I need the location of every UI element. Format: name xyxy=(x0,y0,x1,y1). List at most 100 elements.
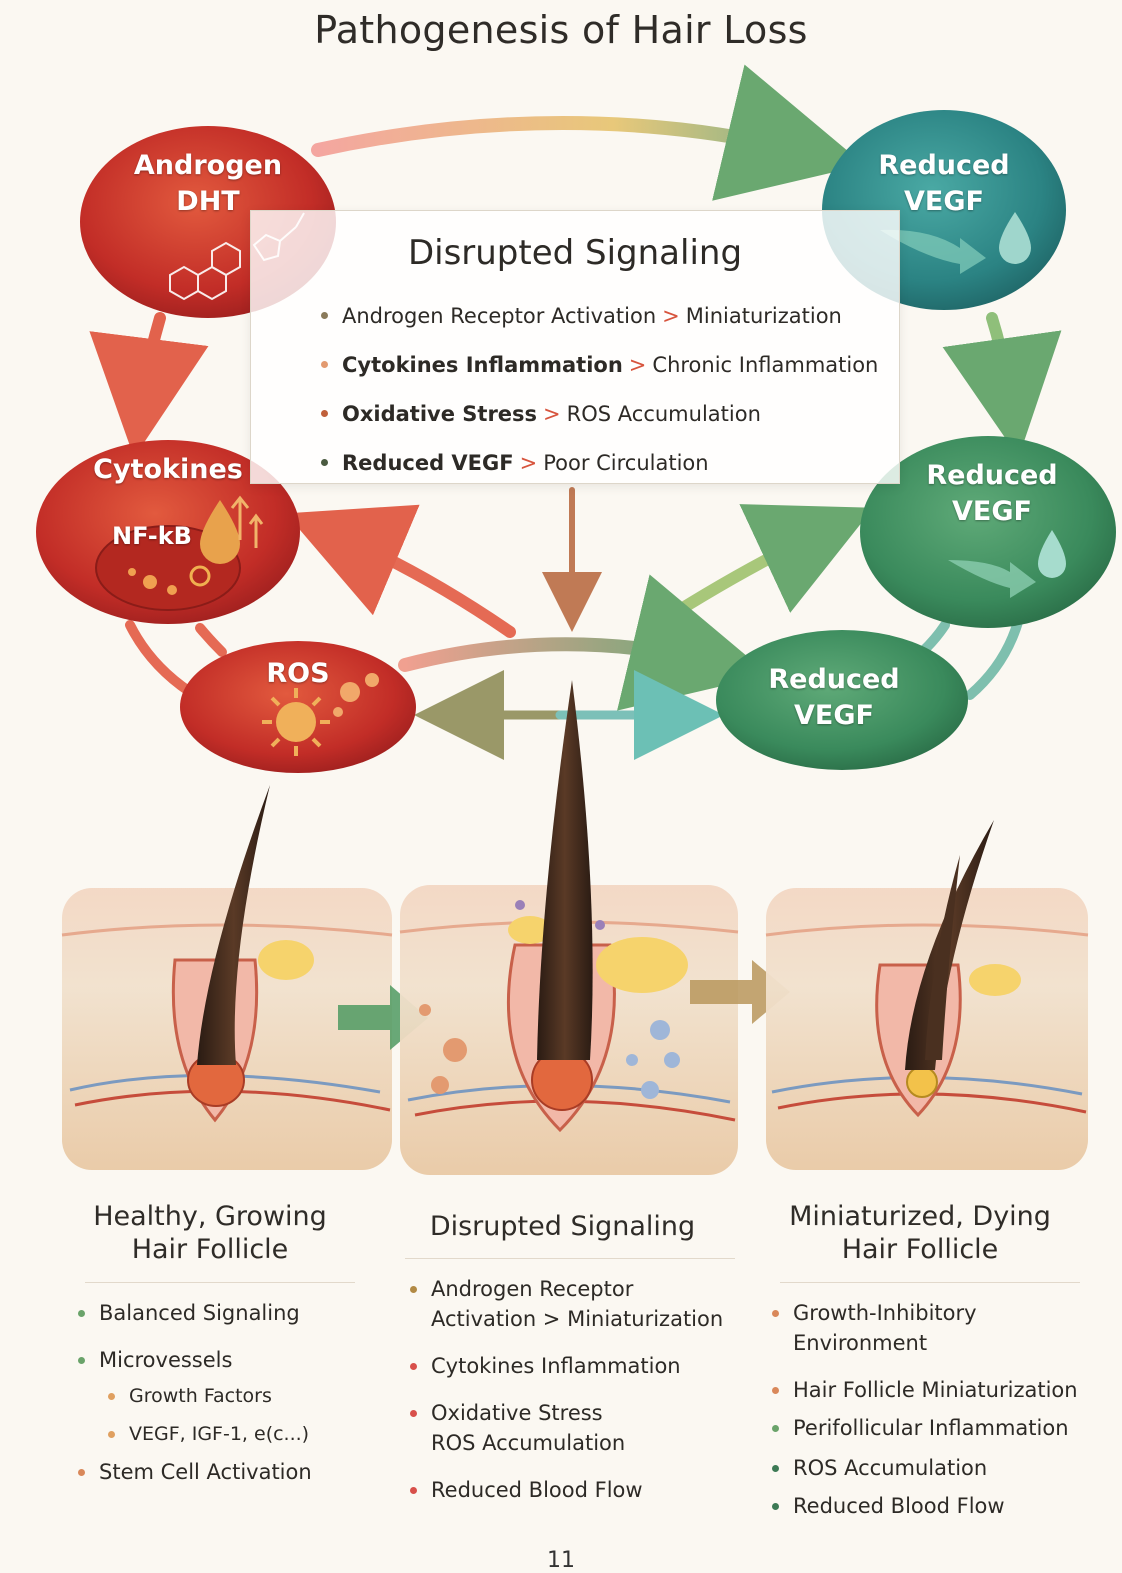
separator-icon: > xyxy=(543,402,561,426)
list-item-text: Growth Factors xyxy=(129,1381,272,1411)
panel-item: Oxidative Stress>ROS Accumulation xyxy=(321,389,878,438)
arrow-vegf-down xyxy=(992,318,1012,410)
list-item-text: VEGF, IGF-1, e(c...) xyxy=(129,1419,309,1449)
bullet-icon xyxy=(410,1286,417,1293)
panel-item-cause: Reduced VEGF xyxy=(342,451,514,475)
list-item-text: Cytokines Inflammation xyxy=(431,1351,681,1381)
caption-disrupted-line1: Disrupted Signaling xyxy=(410,1210,715,1243)
list-item-line1: Oxidative Stress xyxy=(431,1401,603,1425)
list-item: Perifollicular Inflammation xyxy=(772,1413,1102,1443)
miniaturized-list: Growth-InhibitoryEnvironment Hair Follic… xyxy=(772,1298,1102,1538)
list-item: Stem Cell Activation xyxy=(78,1457,378,1487)
caption-healthy-line1: Healthy, Growing xyxy=(70,1200,350,1233)
bullet-icon xyxy=(321,361,328,368)
link-cytokines-ros-1 xyxy=(130,625,190,692)
caption-healthy: Healthy, Growing Hair Follicle xyxy=(70,1200,350,1266)
vegf-bottom-line1: Reduced xyxy=(744,662,924,698)
list-item-text: Balanced Signaling xyxy=(99,1298,300,1328)
list-item: Growth Factors xyxy=(108,1381,378,1411)
list-item: ROS Accumulation xyxy=(772,1453,1102,1483)
list-item: Hair Follicle Miniaturization xyxy=(772,1375,1102,1405)
arrow-ros-to-vegf xyxy=(405,644,715,665)
link-cytokines-ros-2 xyxy=(200,628,222,652)
list-item-line2: ROS Accumulation xyxy=(431,1431,625,1455)
follicle-disrupted-illustration xyxy=(400,680,738,1175)
bullet-icon xyxy=(772,1503,779,1510)
list-item-text: ROS Accumulation xyxy=(793,1453,987,1483)
list-item-line2: Activation > Miniaturization xyxy=(431,1307,723,1331)
panel-item-cause: Cytokines Inflammation xyxy=(342,353,623,377)
list-item: Oxidative StressROS Accumulation xyxy=(410,1398,740,1458)
list-item-text: Growth-InhibitoryEnvironment xyxy=(793,1298,977,1358)
arrow-androgen-to-vegf xyxy=(318,123,810,152)
panel-item: Androgen Receptor Activation>Miniaturiza… xyxy=(321,291,878,340)
vegf-bottom-node-label: Reduced VEGF xyxy=(744,662,924,734)
bullet-icon xyxy=(78,1310,85,1317)
androgen-line1: Androgen xyxy=(118,148,298,184)
bullet-icon xyxy=(410,1363,417,1370)
link-vegf-right-1 xyxy=(970,622,1018,695)
caption-miniaturized: Miniaturized, Dying Hair Follicle xyxy=(770,1200,1070,1266)
list-item-text: Perifollicular Inflammation xyxy=(793,1413,1069,1443)
arrow-to-cytokines xyxy=(330,532,510,632)
panel-item: Reduced VEGF>Poor Circulation xyxy=(321,438,878,487)
disrupted-list: Androgen ReceptorActivation > Miniaturiz… xyxy=(410,1274,740,1522)
list-item: Reduced Blood Flow xyxy=(410,1475,740,1505)
panel-list: Androgen Receptor Activation>Miniaturiza… xyxy=(321,291,878,487)
bullet-icon xyxy=(772,1425,779,1432)
bullet-icon xyxy=(410,1487,417,1494)
list-item-text: Oxidative StressROS Accumulation xyxy=(431,1398,625,1458)
list-item: Growth-InhibitoryEnvironment xyxy=(772,1298,1102,1358)
disrupted-signaling-panel: Disrupted Signaling Androgen Receptor Ac… xyxy=(250,210,900,484)
bullet-icon xyxy=(772,1387,779,1394)
list-item-line2: Environment xyxy=(793,1331,927,1355)
vegf-top-line1: Reduced xyxy=(854,148,1034,184)
list-item-text: Reduced Blood Flow xyxy=(793,1491,1005,1521)
list-item-text: Stem Cell Activation xyxy=(99,1457,312,1487)
bullet-icon xyxy=(321,459,328,466)
list-item: Microvessels xyxy=(78,1345,378,1375)
page-number: 11 xyxy=(0,1548,1122,1573)
bullet-icon xyxy=(321,410,328,417)
list-item-line1: Androgen Receptor xyxy=(431,1277,633,1301)
caption-miniaturized-line1: Miniaturized, Dying xyxy=(770,1200,1070,1233)
caption-miniaturized-line2: Hair Follicle xyxy=(770,1233,1070,1266)
separator-icon: > xyxy=(662,304,680,328)
list-item-line1: Growth-Inhibitory xyxy=(793,1301,977,1325)
bullet-icon xyxy=(772,1465,779,1472)
list-item-text: Hair Follicle Miniaturization xyxy=(793,1375,1078,1405)
list-item-text: Reduced Blood Flow xyxy=(431,1475,643,1505)
healthy-list: Balanced Signaling Microvessels Growth F… xyxy=(78,1298,378,1504)
panel-item-cause: Androgen Receptor Activation xyxy=(342,304,656,328)
bullet-icon xyxy=(108,1431,115,1438)
bullet-icon xyxy=(772,1310,779,1317)
vegf-right-line1: Reduced xyxy=(902,458,1082,494)
panel-item-cause: Oxidative Stress xyxy=(342,402,537,426)
list-item: Androgen ReceptorActivation > Miniaturiz… xyxy=(410,1274,740,1334)
bullet-icon xyxy=(321,312,328,319)
panel-item-effect: Miniaturization xyxy=(686,304,842,328)
divider xyxy=(780,1282,1080,1283)
caption-disrupted: Disrupted Signaling xyxy=(410,1210,715,1243)
panel-title: Disrupted Signaling xyxy=(251,233,899,273)
divider xyxy=(85,1282,355,1283)
vegf-right-line2: VEGF xyxy=(902,494,1082,530)
arrow-androgen-to-cytokines xyxy=(140,318,160,410)
bullet-icon xyxy=(108,1393,115,1400)
vegf-bottom-line2: VEGF xyxy=(744,698,924,734)
panel-item-effect: ROS Accumulation xyxy=(567,402,761,426)
list-item: Reduced Blood Flow xyxy=(772,1491,1102,1521)
separator-icon: > xyxy=(629,353,647,377)
caption-healthy-line2: Hair Follicle xyxy=(70,1233,350,1266)
follicle-healthy-illustration xyxy=(62,785,392,1170)
panel-item-effect: Chronic Inflammation xyxy=(652,353,878,377)
bullet-icon xyxy=(78,1469,85,1476)
list-item-text: Androgen ReceptorActivation > Miniaturiz… xyxy=(431,1274,723,1334)
arrow-to-vegf-right xyxy=(645,528,830,632)
bullet-icon xyxy=(410,1410,417,1417)
cytokines-node-label: Cytokines xyxy=(78,452,258,488)
panel-item: Cytokines Inflammation>Chronic Inflammat… xyxy=(321,340,878,389)
list-item: Cytokines Inflammation xyxy=(410,1351,740,1381)
panel-item-effect: Poor Circulation xyxy=(543,451,708,475)
list-item: Balanced Signaling xyxy=(78,1298,378,1328)
